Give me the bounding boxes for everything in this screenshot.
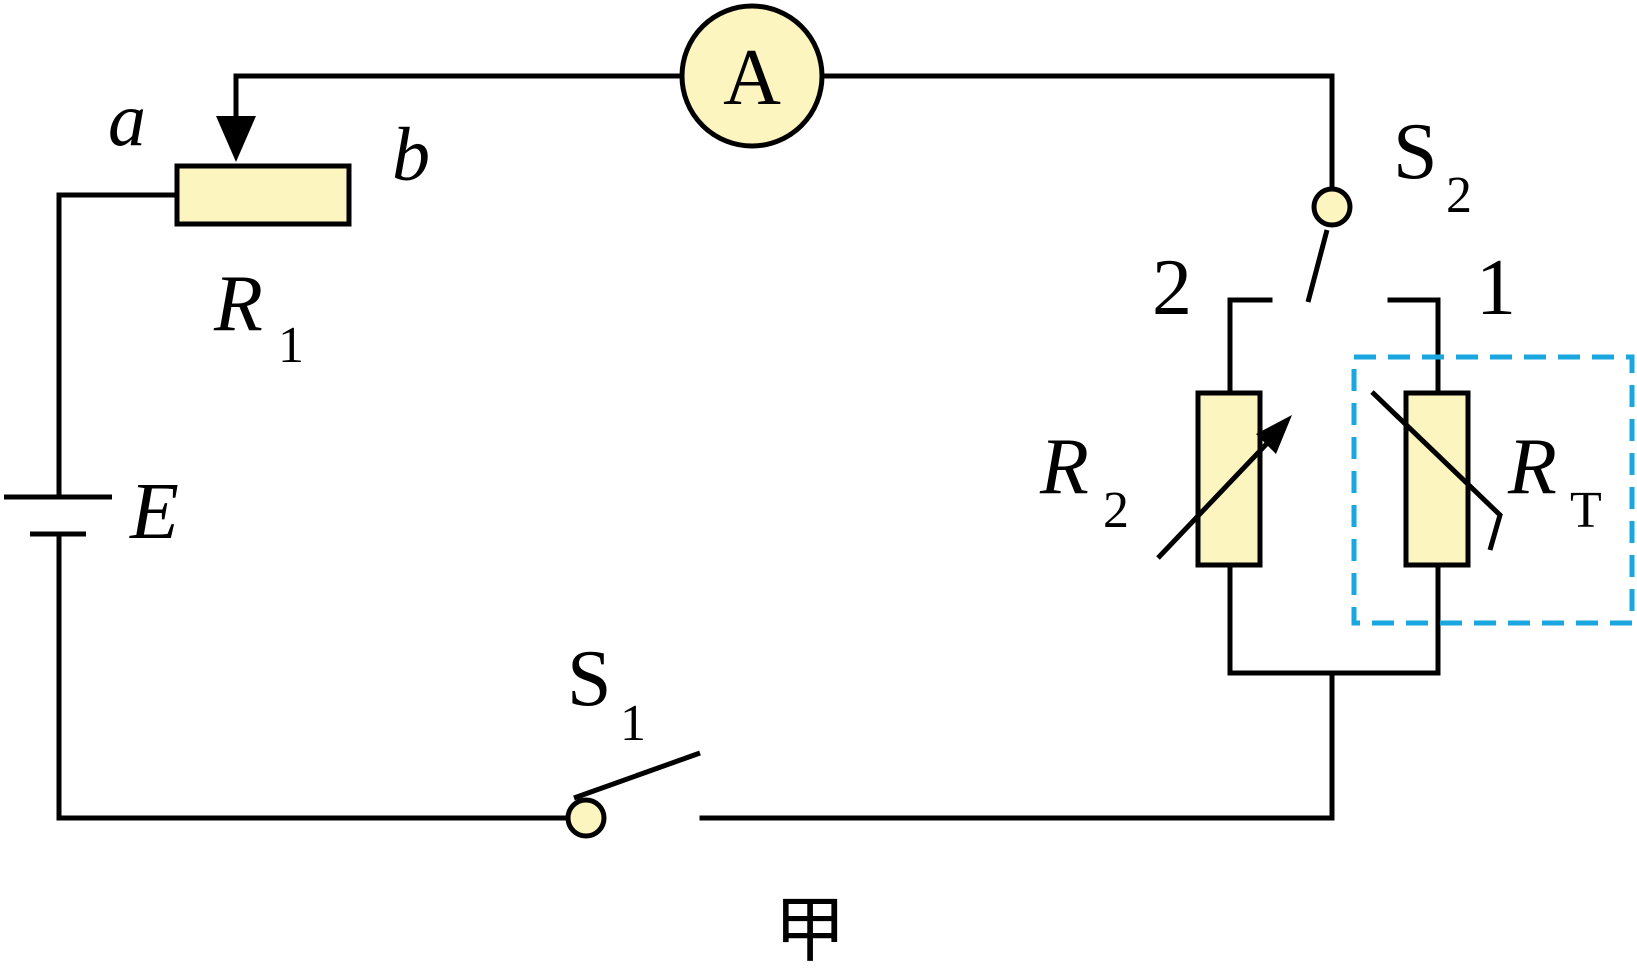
rt-subscript: T [1570,482,1602,539]
s1-label: S [567,635,612,723]
ammeter-icon [679,3,825,149]
wire-left-lower [56,532,569,821]
wire-left-upper [56,192,180,469]
wire-contact-2 [1227,297,1273,396]
rheostat-r1 [174,163,352,227]
r2-arrow-icon [1256,415,1292,454]
wire-contact-1 [1387,297,1441,396]
r2-subscript: 2 [1103,482,1129,539]
wire-top-right [819,73,1335,193]
variable-resistor-r2 [1195,390,1263,568]
slider-arrow-icon [216,116,256,162]
contact-2-label: 2 [1152,244,1192,332]
thermistor-dashed-box [1351,354,1635,626]
s2-subscript: 2 [1446,167,1472,224]
thermistor-bent-line [1370,390,1503,551]
switch-s1-pivot [565,797,607,839]
slider-end-b-label: b [392,113,430,197]
slider-end-a-label: a [108,78,146,162]
wire-bottom-right [699,672,1335,821]
ammeter-label: A [723,34,781,122]
switch-s1-blade [573,750,701,801]
r1-label: R [213,260,263,348]
switch-s2-blade [1305,229,1330,303]
wire-top-left [233,73,685,115]
rt-label: R [1507,423,1557,511]
thermistor-rt [1403,390,1471,568]
emf-label: E [129,468,179,556]
figure-caption: 甲 [774,888,846,972]
r2-label: R [1039,423,1089,511]
switch-s2-pivot [1311,186,1353,228]
r2-variable-arrow-line [1156,433,1277,560]
contact-1-label: 1 [1476,244,1516,332]
s1-subscript: 1 [620,695,646,752]
s2-label: S [1393,108,1438,196]
r1-subscript: 1 [278,317,304,374]
